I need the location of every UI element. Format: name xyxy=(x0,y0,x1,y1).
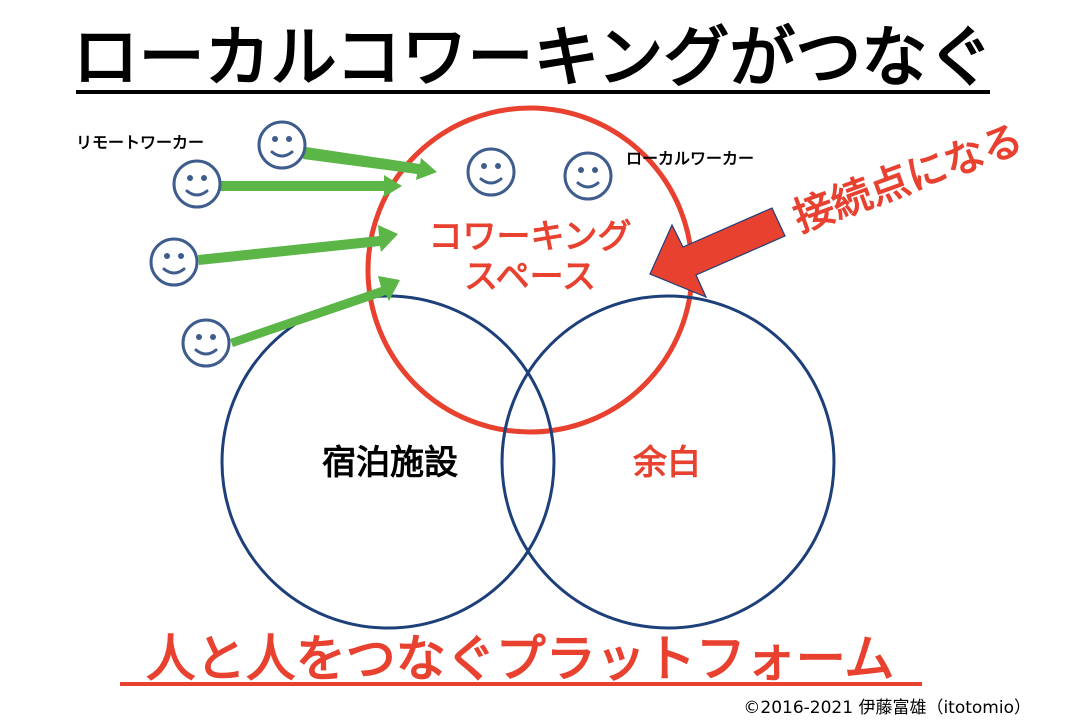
arrow-icon xyxy=(649,207,786,299)
arrow-icon xyxy=(220,175,402,197)
connection-point-label: 接続点になる xyxy=(788,116,1029,241)
margin-circle xyxy=(500,294,836,630)
smiley-face-icon xyxy=(172,159,222,209)
lodging-label: 宿泊施設 xyxy=(322,443,458,483)
remote-worker-label: リモートワーカー xyxy=(76,133,204,152)
margin-label: 余白 xyxy=(632,443,701,483)
page-title: ローカルコワーキングがつなぐ xyxy=(73,19,994,96)
coworking-label-line1: コワーキング xyxy=(429,217,632,257)
smiley-face-icon xyxy=(466,147,516,197)
arrow-icon xyxy=(303,147,437,180)
arrow-icon xyxy=(230,276,400,347)
coworking-label-line2: スペース xyxy=(464,257,596,297)
smiley-face-icon xyxy=(181,318,231,368)
local-worker-label: ローカルワーカー xyxy=(626,149,754,168)
arrow-icon xyxy=(198,225,398,265)
smiley-face-icon xyxy=(257,120,307,170)
smiley-face-icon xyxy=(563,151,613,201)
smiley-face-icon xyxy=(149,237,199,287)
footer-slogan: 人と人をつなぐプラットフォーム xyxy=(146,630,895,688)
remote-arrows xyxy=(198,147,437,347)
copyright: ©2016-2021 伊藤富雄（itotomio） xyxy=(743,698,1031,718)
